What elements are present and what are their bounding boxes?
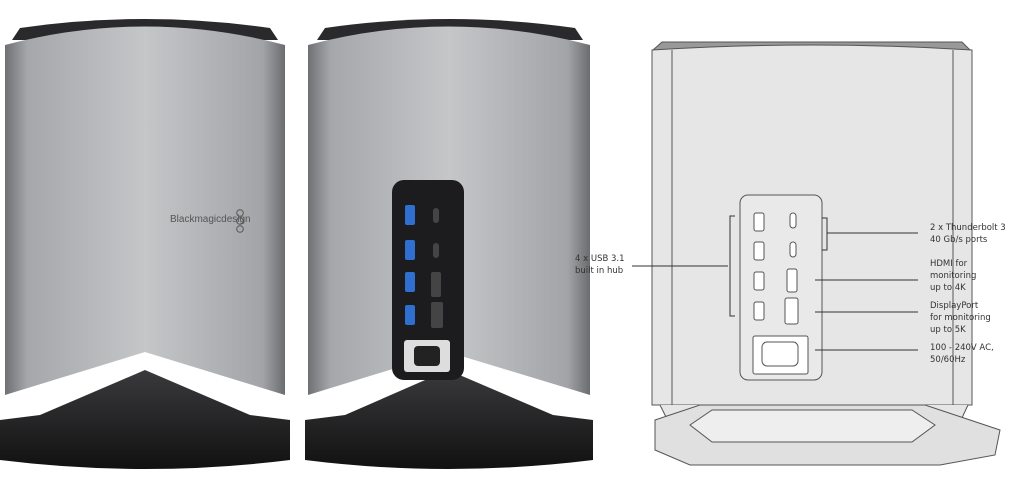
hdmi-label: HDMI for monitoring up to 4K (930, 259, 977, 293)
rear-port-panel (392, 180, 464, 380)
power-label: 100 - 240V AC, 50/60Hz (930, 343, 994, 365)
displayport-label: DisplayPort for monitoring up to 5K (930, 301, 991, 335)
brand-logo-text: Blackmagicdesign (170, 214, 251, 225)
thunderbolt-bracket (822, 217, 828, 251)
thunderbolt-port (433, 243, 439, 258)
thunderbolt-label: 2 x Thunderbolt 3 40 Gb/s ports (930, 223, 1006, 245)
front-device (0, 19, 290, 469)
logo-icon (236, 209, 244, 233)
front-base (0, 370, 290, 469)
displayport-port (431, 302, 443, 328)
hdmi-port (431, 272, 441, 297)
usb-ports (405, 205, 415, 325)
thunderbolt-port (433, 208, 439, 223)
back-device (305, 19, 593, 469)
usb-bracket (729, 215, 735, 317)
usb-label: 4 x USB 3.1 built in hub (575, 254, 625, 276)
port-diagram (632, 41, 1001, 466)
